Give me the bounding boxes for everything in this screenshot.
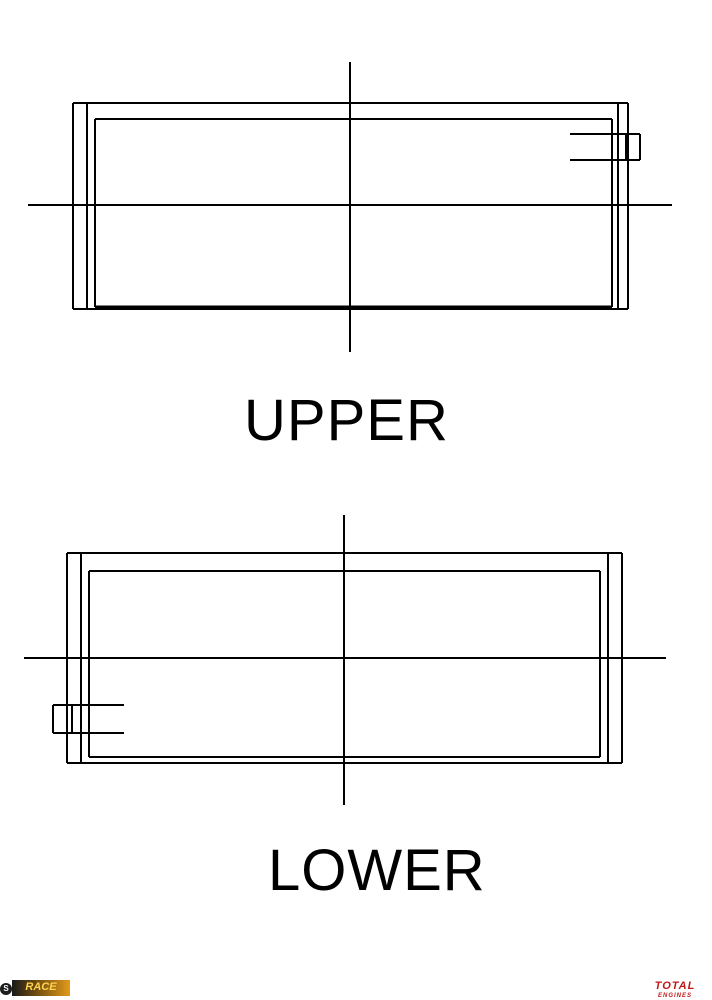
race-logo: S RACE: [0, 980, 72, 998]
upper-label: UPPER: [244, 388, 449, 453]
total-engines-logo: TOTAL ENGINES: [641, 980, 709, 1000]
upper-locating-tang: [570, 133, 641, 161]
total-engines-logo-main: TOTAL: [654, 980, 696, 992]
lower-centerlines: [24, 515, 666, 805]
total-engines-logo-sub: ENGINES: [657, 993, 692, 999]
upper-centerlines: [28, 62, 672, 352]
lower-label: LOWER: [268, 838, 486, 903]
race-logo-text: RACE: [12, 980, 70, 996]
race-logo-badge: S: [0, 983, 12, 995]
lower-locating-tang: [52, 704, 124, 734]
